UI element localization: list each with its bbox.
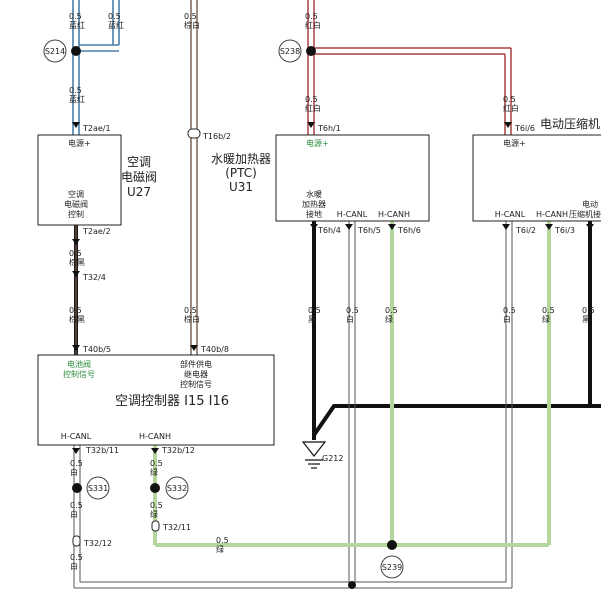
connector-label: T2ae/2 xyxy=(82,227,111,236)
u31-pin-line2: 加热器 xyxy=(302,199,326,209)
splice-s331: S331 xyxy=(88,484,108,493)
u31-code: U31 xyxy=(229,180,253,194)
controller-canl: H-CANL xyxy=(61,432,92,441)
connector-label: T6i/2 xyxy=(515,226,536,235)
splice-s214: S214 xyxy=(45,47,65,56)
controller-pin-mid-line3: 控制信号 xyxy=(180,379,212,389)
u31-canl: H-CANL xyxy=(337,210,368,219)
splice-s214-label xyxy=(43,39,67,63)
u27-pin-line2: 电磁阀 xyxy=(64,199,88,209)
connector-label: T6h/1 xyxy=(317,124,341,133)
wire-brown-white xyxy=(190,0,198,355)
u27-pin-line3: 控制 xyxy=(68,209,84,219)
u27-power: 电源+ xyxy=(68,138,91,148)
u27-name-line1: 空调 xyxy=(127,155,151,169)
u31-power: 电源+ xyxy=(306,138,329,148)
u31-sub: (PTC) xyxy=(225,166,257,180)
splice-s238-label xyxy=(278,39,302,63)
wire-blue-red xyxy=(72,0,120,135)
controller-box xyxy=(37,354,275,446)
wire-black-ground xyxy=(312,221,601,440)
connector-label: T40b/5 xyxy=(82,345,111,354)
ground-label: G212 xyxy=(322,454,343,463)
wire-white-canl xyxy=(73,221,513,589)
splice-s238: S238 xyxy=(280,47,300,56)
compressor-power: 电源+ xyxy=(503,138,526,148)
splice-s239-label xyxy=(380,555,404,579)
connector-label: T16b/2 xyxy=(202,132,231,141)
splice-s332: S332 xyxy=(167,484,187,493)
connector-label: T6i/3 xyxy=(554,226,575,235)
controller-pin-left-line2: 控制信号 xyxy=(63,369,95,379)
splice-s239: S239 xyxy=(382,563,402,572)
compressor-title: 电动压缩机 xyxy=(540,116,600,131)
u31-pin-line1: 水暖 xyxy=(306,189,322,199)
compressor-box xyxy=(472,134,601,222)
u27-box xyxy=(37,134,122,226)
pin-marks xyxy=(72,128,201,547)
connector-label: T6h/6 xyxy=(397,226,421,235)
controller-title: 空调控制器 I15 I16 xyxy=(115,394,229,409)
connector-label: T32b/12 xyxy=(161,446,195,455)
controller-pin-mid-line1: 部件供电 xyxy=(180,359,212,369)
connector-label: T6h/4 xyxy=(317,226,341,235)
connector-label: T32/4 xyxy=(82,273,106,282)
u27-pin-line1: 空调 xyxy=(68,189,84,199)
compressor-pin-line1: 电动 xyxy=(582,199,598,209)
u31-title: 水暖加热器 xyxy=(211,152,271,166)
controller-pin-mid-line2: 继电器 xyxy=(184,369,208,379)
u27-name-line2: 电磁阀 xyxy=(121,169,157,184)
u27-code: U27 xyxy=(127,185,151,199)
controller-canh: H-CANH xyxy=(139,432,171,441)
compressor-pin-line2: 压缩机接 xyxy=(569,209,601,219)
pin-arrows xyxy=(72,122,594,454)
connector-label: T6i/6 xyxy=(514,124,535,133)
junction-dots xyxy=(71,46,397,589)
connector-label: T40b/8 xyxy=(200,345,229,354)
u31-box xyxy=(275,134,430,222)
u31-pin-line3: 接地 xyxy=(306,209,322,219)
ground-icon xyxy=(301,441,327,469)
connector-label: T32b/11 xyxy=(85,446,119,455)
connector-label: T32/12 xyxy=(83,539,112,548)
compressor-canh: H-CANH xyxy=(536,210,568,219)
splice-s332-label xyxy=(165,476,189,500)
connector-label: T32/11 xyxy=(162,523,191,532)
connector-label: T6h/5 xyxy=(357,226,381,235)
splice-s331-label xyxy=(86,476,110,500)
connector-label: T2ae/1 xyxy=(82,124,111,133)
controller-pin-left-line1: 电池阀 xyxy=(67,359,91,369)
u31-canh: H-CANH xyxy=(378,210,410,219)
wire-red-white xyxy=(307,0,512,135)
compressor-canl: H-CANL xyxy=(495,210,526,219)
